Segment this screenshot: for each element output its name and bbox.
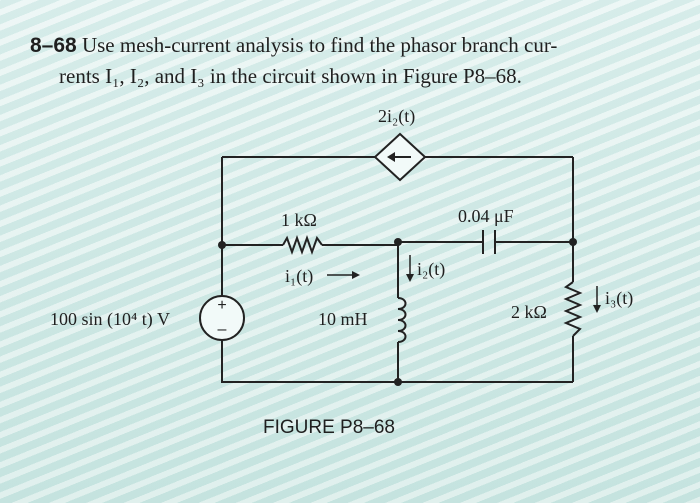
resistor-2k-label: 2 kΩ [511, 302, 547, 322]
node-dot [394, 378, 402, 386]
node-dot [394, 238, 402, 246]
i3-arrow [593, 286, 601, 313]
resistor-2k [563, 281, 583, 337]
node-dot [569, 238, 577, 246]
inductor [397, 297, 407, 343]
i2-label: i₂(t) [417, 259, 445, 280]
svg-text:+: + [217, 297, 226, 314]
problem-statement: 8–68 Use mesh-current analysis to find t… [30, 30, 680, 92]
voltage-source-label: 100 sin (10⁴ t) V [50, 309, 170, 330]
i3-label: i₃(t) [605, 288, 633, 309]
svg-text:–: – [218, 321, 227, 338]
i1-arrow [327, 271, 360, 279]
i2-arrow [406, 255, 414, 282]
wire-left-lower [221, 340, 573, 383]
i1-label: i₁(t) [285, 266, 313, 287]
problem-text-line1: Use mesh-current analysis to find the ph… [76, 33, 558, 57]
resistor-1k-label: 1 kΩ [281, 210, 317, 230]
voltage-source: + – [199, 295, 245, 341]
capacitor-label: 0.04 μF [458, 206, 514, 226]
capacitor [482, 230, 496, 254]
figure-caption: FIGURE P8–68 [263, 417, 395, 438]
node-dot [218, 241, 226, 249]
problem-text-line2: rents I₁, I₂, and I₃ in the circuit show… [59, 64, 522, 88]
inductor-label: 10 mH [318, 309, 368, 329]
problem-number: 8–68 [30, 34, 77, 57]
resistor-1k [282, 235, 323, 255]
dependent-current-source [373, 132, 427, 182]
dependent-source-label: 2i₂(t) [378, 106, 415, 127]
